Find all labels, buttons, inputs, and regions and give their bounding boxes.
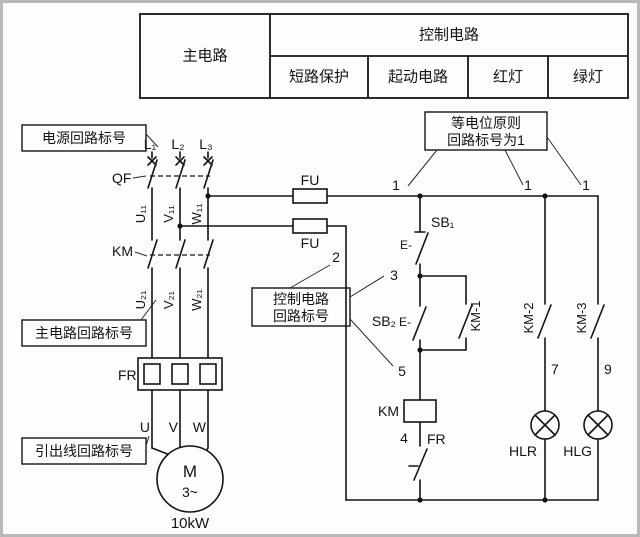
hlg-label: HLG bbox=[563, 443, 592, 459]
table-cell-control-circuit: 控制电路 bbox=[419, 27, 479, 44]
callout-control-loop-line1: 控制电路 bbox=[273, 291, 329, 307]
fu-bottom-label: FU bbox=[301, 235, 320, 251]
qf-label: QF bbox=[112, 170, 131, 186]
phase-label-l3: L₃ bbox=[199, 136, 213, 152]
callout-leadout-loop: 引出线回路标号 bbox=[21, 435, 150, 465]
fr-control-label: FR bbox=[427, 431, 446, 447]
wire-number-1c: 1 bbox=[582, 177, 590, 193]
fr-main-label: FR bbox=[118, 367, 137, 383]
table-cell-start-circuit: 起动电路 bbox=[388, 69, 448, 86]
fuse-fu-top bbox=[292, 188, 328, 204]
callout-leadout-leader bbox=[145, 435, 150, 447]
wire-label-w: W bbox=[193, 419, 207, 435]
sb2-label: SB₂ bbox=[372, 313, 396, 329]
km-main-leader bbox=[134, 251, 148, 257]
km-main-label: KM bbox=[112, 243, 133, 259]
km-main-contacts: KM bbox=[112, 239, 214, 269]
red-lamp-branch: KM-2 7 HLR bbox=[509, 193, 560, 503]
table-cell-main-circuit: 主电路 bbox=[182, 48, 227, 65]
callout-control-leader-3 bbox=[349, 275, 385, 298]
phase-label-l1: L₁ bbox=[144, 136, 157, 152]
callout-equipotential: 等电位原则 回路标号为1 bbox=[407, 111, 582, 187]
wire-number-5: 5 bbox=[398, 363, 406, 379]
motor-letter: M bbox=[183, 462, 197, 481]
callout-control-leader-5 bbox=[349, 318, 394, 367]
wire-number-9: 9 bbox=[604, 361, 612, 377]
callout-leadout-loop-text: 引出线回路标号 bbox=[35, 443, 133, 459]
green-lamp-branch: KM-3 9 HLG bbox=[563, 195, 613, 501]
phase-label-l2: L₂ bbox=[171, 136, 184, 152]
wire-number-3: 3 bbox=[390, 267, 398, 283]
wire-number-2: 2 bbox=[332, 249, 340, 265]
wire-label-u: U bbox=[140, 419, 150, 435]
wire-number-1b: 1 bbox=[524, 177, 532, 193]
sb2-start-button: SB₂ E- bbox=[372, 275, 427, 351]
sb1-actuator: E- bbox=[400, 238, 412, 252]
callout-power-leader bbox=[145, 133, 159, 148]
hlr-label: HLR bbox=[509, 443, 537, 459]
callout-equi-leader-3 bbox=[546, 136, 582, 186]
fr-thermal-element: FR bbox=[118, 357, 223, 391]
table-cell-red-lamp: 红灯 bbox=[493, 69, 523, 86]
callout-equi-leader-2 bbox=[504, 149, 524, 186]
callout-control-leader-2 bbox=[289, 264, 331, 289]
wire-label-u21: U₂₁ bbox=[133, 290, 148, 309]
wire-label-w21: W₂₁ bbox=[189, 289, 204, 311]
fuse-fu-bottom bbox=[292, 218, 328, 234]
wire-label-u11: U₁₁ bbox=[133, 204, 148, 223]
sb2-actuator: E- bbox=[399, 315, 411, 329]
motor-power-label: 10kW bbox=[171, 515, 210, 532]
sb1-stop-button: E- SB₁ bbox=[400, 214, 455, 265]
wire-label-v: V bbox=[169, 419, 179, 435]
start-stop-branch: E- SB₁ 3 SB₂ E- KM-1 bbox=[372, 193, 483, 503]
fu-top-label: FU bbox=[301, 172, 320, 188]
callout-control-loop: 控制电路 回路标号 bbox=[251, 264, 394, 367]
callout-main-loop: 主电路回路标号 bbox=[21, 299, 157, 347]
callout-power-loop-text: 电源回路标号 bbox=[42, 130, 126, 146]
callout-main-loop-text: 主电路回路标号 bbox=[35, 325, 133, 341]
callout-power-loop: 电源回路标号 bbox=[21, 124, 159, 152]
km1-label: KM-1 bbox=[468, 300, 483, 331]
control-circuit: FU FU 2 1 1 1 E- SB₁ 3 bbox=[177, 172, 613, 503]
callout-main-leader bbox=[140, 299, 157, 321]
qf-leader bbox=[132, 175, 147, 179]
callout-control-loop-line2: 回路标号 bbox=[273, 308, 329, 324]
wire-number-1a: 1 bbox=[392, 177, 400, 193]
callout-equi-leader-1 bbox=[407, 149, 438, 187]
sb1-label: SB₁ bbox=[431, 214, 455, 230]
motor-symbol: M 3~ 10kW bbox=[156, 445, 224, 532]
table-cell-short-circuit-protection: 短路保护 bbox=[289, 69, 349, 86]
wire-label-w11: W₁₁ bbox=[189, 203, 204, 225]
km1-holding-contact: KM-1 bbox=[419, 275, 483, 351]
km-coil-label: KM bbox=[378, 403, 399, 419]
qf-breaker-symbol: QF bbox=[112, 151, 214, 189]
callout-equipotential-line1: 等电位原则 bbox=[451, 115, 521, 131]
km3-label: KM-3 bbox=[574, 302, 589, 333]
wire-number-4: 4 bbox=[400, 430, 408, 446]
fr-control-contact: FR bbox=[408, 431, 446, 481]
wire-label-v21: V₂₁ bbox=[161, 290, 176, 309]
km-coil: KM bbox=[378, 399, 437, 423]
callout-equipotential-line2: 回路标号为1 bbox=[447, 132, 525, 148]
km2-label: KM-2 bbox=[521, 302, 536, 333]
main-circuit: L₁ L₂ L₃ QF U₁₁ V₁₁ bbox=[112, 136, 224, 532]
table-cell-green-lamp: 绿灯 bbox=[573, 69, 603, 86]
wire-label-v11: V₁₁ bbox=[161, 205, 176, 223]
wire-number-7: 7 bbox=[551, 361, 559, 377]
header-table: 主电路 控制电路 短路保护 起动电路 红灯 绿灯 bbox=[139, 13, 629, 99]
motor-phase-label: 3~ bbox=[182, 484, 198, 500]
